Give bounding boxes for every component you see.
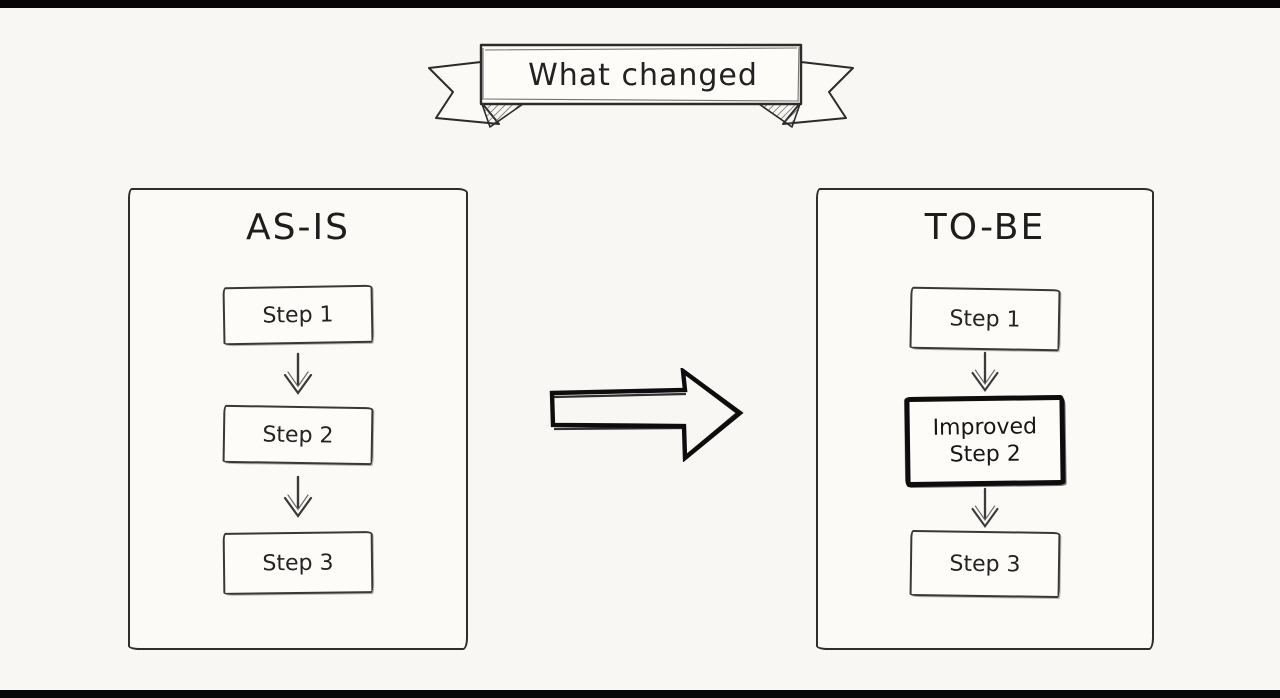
as-is-panel-title: AS-IS (246, 207, 350, 248)
as-is-step-2-label: Step 2 (262, 421, 334, 449)
to-be-step-3-box: Step 3 (909, 529, 1061, 599)
as-is-step-2-box: Step 2 (222, 404, 374, 466)
as-is-step-1-box: Step 1 (222, 284, 374, 346)
top-letterbox-bar (0, 0, 1280, 8)
down-arrow-icon (971, 351, 999, 393)
to-be-step-1-box: Step 1 (909, 286, 1061, 352)
ribbon-banner-icon (428, 43, 854, 128)
as-is-arrow-1 (278, 344, 318, 406)
to-be-step-3-label: Step 3 (949, 551, 1021, 577)
down-arrow-icon (283, 352, 313, 395)
to-be-improved-step-2-box: Improved Step 2 (904, 394, 1066, 488)
to-be-arrow-1 (965, 350, 1005, 396)
right-arrow-icon (549, 368, 744, 462)
as-is-step-1-label: Step 1 (262, 301, 334, 329)
to-be-improved-step-2-label: Improved Step 2 (932, 413, 1038, 468)
to-be-arrow-2 (965, 486, 1005, 531)
bottom-letterbox-bar (0, 690, 1280, 698)
to-be-panel-title: TO-BE (924, 207, 1046, 248)
to-be-step-1-label: Step 1 (949, 305, 1021, 333)
banner-title: What changed (528, 57, 758, 93)
as-is-step-3-label: Step 3 (262, 550, 334, 576)
down-arrow-icon (283, 475, 313, 518)
as-is-step-3-box: Step 3 (222, 531, 374, 595)
down-arrow-icon (971, 487, 999, 528)
as-is-arrow-2 (278, 464, 318, 532)
as-is-panel: AS-IS Step 1 Step 2 (128, 188, 468, 650)
to-be-panel: TO-BE Step 1 Improved Step 2 (816, 188, 1154, 650)
